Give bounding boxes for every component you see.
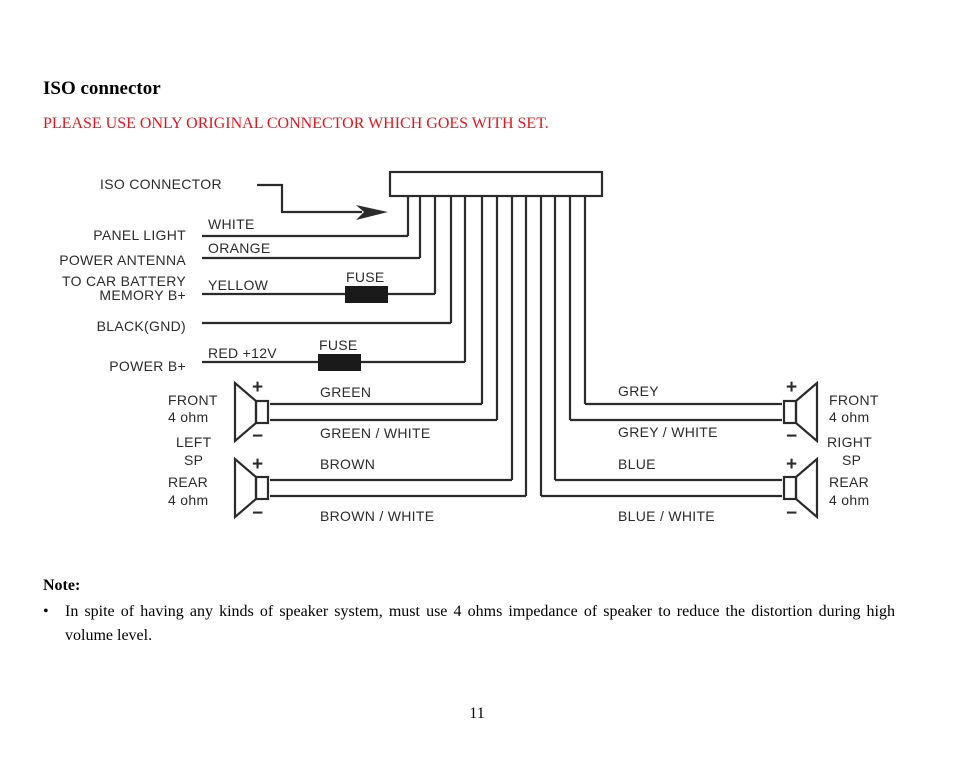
label-right: RIGHT xyxy=(827,434,872,450)
label-brown-white: BROWN / WHITE xyxy=(320,508,434,524)
label-red-12v: RED +12V xyxy=(208,345,277,361)
fuse-power-icon xyxy=(318,354,361,371)
note-heading: Note: xyxy=(43,577,81,594)
label-rear-right-ohm: 4 ohm xyxy=(829,492,869,508)
page-title: ISO connector xyxy=(43,78,161,99)
fuse-memory-icon xyxy=(345,286,388,303)
label-front-right: FRONT xyxy=(829,392,879,408)
label-blue-white: BLUE / WHITE xyxy=(618,508,715,524)
label-to-car-battery: TO CAR BATTERY xyxy=(62,273,186,289)
label-left: LEFT xyxy=(176,434,212,450)
label-front-left-ohm: 4 ohm xyxy=(168,409,208,425)
iso-connector-block xyxy=(388,170,604,198)
label-fuse-memory: FUSE xyxy=(346,269,385,285)
plus-rear-right: + xyxy=(786,454,797,475)
label-green: GREEN xyxy=(320,384,371,400)
label-green-white: GREEN / WHITE xyxy=(320,425,430,441)
label-power-b: POWER B+ xyxy=(109,358,186,374)
speaker-front-left-icon xyxy=(233,380,270,444)
connector-pins xyxy=(406,196,587,496)
iso-connector-label: ISO CONNECTOR xyxy=(100,176,222,192)
label-blue: BLUE xyxy=(618,456,656,472)
note-bullet-icon: • xyxy=(43,603,49,620)
label-grey: GREY xyxy=(618,383,659,399)
page-number: 11 xyxy=(469,705,485,722)
warning-text: PLEASE USE ONLY ORIGINAL CONNECTOR WHICH… xyxy=(43,115,549,132)
label-black-gnd: BLACK(GND) xyxy=(97,318,186,334)
label-orange: ORANGE xyxy=(208,240,270,256)
arrow-head-icon xyxy=(356,205,388,220)
label-power-antenna: POWER ANTENNA xyxy=(59,252,186,268)
label-front-right-ohm: 4 ohm xyxy=(829,409,869,425)
label-yellow: YELLOW xyxy=(208,277,269,293)
minus-rear-right: − xyxy=(786,503,797,524)
minus-front-right: − xyxy=(786,426,797,447)
label-front-left: FRONT xyxy=(168,392,218,408)
label-rear-left: REAR xyxy=(168,474,208,490)
label-rear-right: REAR xyxy=(829,474,869,490)
label-rear-left-ohm: 4 ohm xyxy=(168,492,208,508)
label-memory-b: MEMORY B+ xyxy=(99,287,186,303)
label-brown: BROWN xyxy=(320,456,375,472)
plus-front-left: + xyxy=(252,377,263,398)
label-fuse-power: FUSE xyxy=(319,337,358,353)
speaker-rear-right-icon xyxy=(782,456,819,520)
label-left-sp: SP xyxy=(184,452,203,468)
iso-arrow-line xyxy=(257,183,362,214)
minus-rear-left: − xyxy=(252,503,263,524)
label-white: WHITE xyxy=(208,216,255,232)
plus-rear-left: + xyxy=(252,454,263,475)
note-text: In spite of having any kinds of speaker … xyxy=(65,603,895,644)
plus-front-right: + xyxy=(786,377,797,398)
speaker-rear-left-icon xyxy=(233,456,270,520)
speaker-front-right-icon xyxy=(782,380,819,444)
label-grey-white: GREY / WHITE xyxy=(618,424,718,440)
label-panel-light: PANEL LIGHT xyxy=(93,227,186,243)
minus-front-left: − xyxy=(252,426,263,447)
label-right-sp: SP xyxy=(842,452,861,468)
